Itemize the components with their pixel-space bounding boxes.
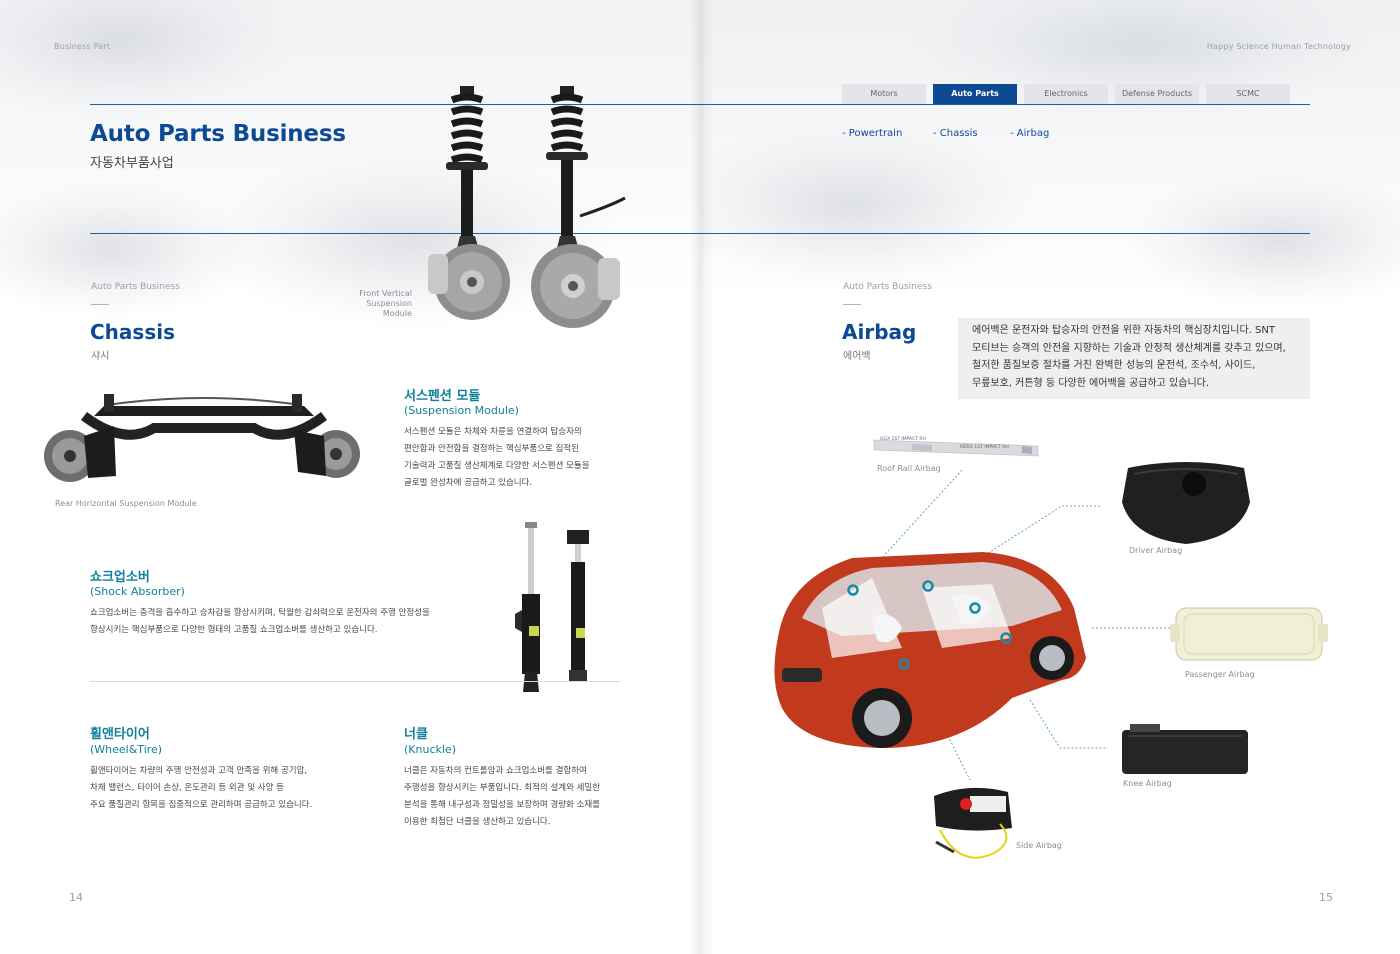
caption-line: Front Vertical (359, 289, 412, 298)
airbag-kicker: Auto Parts Business (843, 282, 932, 292)
knuckle-title-en: (Knuckle) (404, 743, 456, 756)
chassis-subtitle: 샤시 (91, 351, 110, 362)
caption-line: Suspension Module (366, 299, 412, 318)
text-line: 차체 밸런스, 타이어 손상, 온도관리 등 외관 및 사양 등 (90, 783, 284, 793)
rear-suspension-image (44, 394, 360, 482)
right-page (700, 0, 1400, 954)
text-line: 주행성을 향상시키는 부품입니다. 최적의 설계와 세밀한 (404, 783, 601, 793)
side-airbag-label: Side Airbag (1016, 841, 1062, 850)
shock-title: 쇼크업소버 (90, 570, 150, 585)
subnav-powertrain[interactable]: - Powertrain (842, 128, 903, 139)
running-head-right: Happy Science Human Technology (1206, 42, 1351, 51)
car-airbag-diagram (774, 552, 1086, 748)
text-line: 편안함과 안전함을 결정하는 핵심부품으로 집적된 (404, 444, 580, 454)
spine-shadow (690, 0, 714, 954)
text-line: 글로벌 완성차에 공급하고 있습니다. (404, 478, 533, 488)
header-rule (90, 104, 1310, 105)
passenger-airbag-label: Passenger Airbag (1185, 670, 1255, 679)
shock-absorber-image (515, 522, 589, 692)
side-airbag-image (934, 787, 1012, 859)
tab-scmc[interactable]: SCMC (1206, 84, 1290, 104)
tab-auto-parts[interactable]: Auto Parts (933, 84, 1017, 104)
text-line: 서스펜션 모듈은 차체와 차륜을 연결하여 탑승자의 (404, 427, 582, 437)
text-line: 이용한 최첨단 너클을 생산하고 있습니다. (404, 817, 551, 827)
cloud-decoration (700, 120, 1040, 290)
page-title: Auto Parts Business (90, 121, 346, 147)
text-line: 철저한 품질보증 절차를 거친 완벽한 성능의 운전석, 조수석, 사이드, (972, 360, 1256, 371)
front-suspension-image (428, 86, 626, 328)
text-line: 에어백은 운전자와 탑승자의 안전을 위한 자동차의 핵심장치입니다. SNT (972, 325, 1275, 336)
rear-suspension-caption: Rear Horizontal Suspension Module (55, 499, 197, 508)
passenger-airbag-image (1170, 607, 1328, 661)
knee-airbag-image (1122, 724, 1248, 774)
airbag-dash (843, 304, 861, 305)
text-line: 무릎보호, 커튼형 등 다양한 에어백을 공급하고 있습니다. (972, 377, 1210, 389)
suspension-body: 서스펜션 모듈은 차체와 차륜을 연결하여 탑승자의 편안함과 안전함을 결정하… (404, 424, 624, 492)
chassis-dash (91, 304, 109, 305)
text-line: 너클은 자동차의 컨트롤암과 쇼크업소버를 결합하여 (404, 766, 587, 776)
knuckle-title: 너클 (404, 727, 428, 742)
subnav-airbag[interactable]: - Airbag (1010, 128, 1050, 139)
chassis-kicker: Auto Parts Business (91, 282, 180, 292)
roof-rail-print: GGX 1ST IMPACT RH (880, 437, 926, 442)
airbag-description: 에어백은 운전자와 탑승자의 안전을 위한 자동차의 핵심장치입니다. SNT … (958, 318, 1310, 399)
knuckle-body: 너클은 자동차의 컨트롤암과 쇼크업소버를 결합하여 주행성을 향상시키는 부품… (404, 763, 634, 831)
suspension-title-en: (Suspension Module) (404, 404, 519, 417)
wheel-title-en: (Wheel&Tire) (90, 743, 163, 756)
running-head-left: Business Part (54, 42, 111, 51)
driver-airbag-image (1122, 462, 1250, 544)
text-line: 기술력과 고품질 생산체계로 다양한 서스펜션 모듈을 (404, 461, 590, 471)
page-number-left: 14 (69, 891, 83, 904)
knee-airbag-label: Knee Airbag (1123, 779, 1172, 788)
tab-defense-products[interactable]: Defense Products (1115, 84, 1199, 104)
text-line: 분석을 통해 내구성과 정밀성을 보장하며 경량화 소재를 (404, 800, 601, 810)
text-line: 주요 품질관리 항목을 집중적으로 관리하며 공급하고 있습니다. (90, 800, 313, 810)
front-suspension-caption: Front Vertical Suspension Module (336, 289, 412, 319)
header-bottom-rule (90, 233, 1310, 234)
wheel-body: 휠앤타이어는 차량의 주행 안전성과 고객 만족을 위해 공기압, 차체 밸런스… (90, 763, 380, 814)
text-line: 휠앤타이어는 차량의 주행 안전성과 고객 만족을 위해 공기압, (90, 766, 308, 776)
tab-motors[interactable]: Motors (842, 84, 926, 104)
roof-rail-airbag-label: Roof Rail Airbag (877, 464, 941, 473)
roof-rail-airbag-image (873, 439, 1039, 457)
wheel-title: 휠앤타이어 (90, 727, 150, 742)
chassis-title: Chassis (90, 320, 175, 344)
shock-body: 쇼크업소버는 충격을 흡수하고 승차감을 향상시키며, 탁월한 감쇠력으로 운전… (90, 605, 490, 639)
shock-title-en: (Shock Absorber) (90, 585, 185, 598)
text-line: 모티브는 승객의 안전을 지향하는 기술과 안정적 생산체계를 갖추고 있으며, (972, 342, 1286, 354)
section-divider (90, 681, 620, 682)
suspension-title: 서스펜션 모듈 (404, 389, 481, 404)
page-number-right: 15 (1319, 891, 1333, 904)
roof-rail-print-2: MZKX 1ST IMPACT RH (960, 445, 1009, 450)
airbag-subtitle: 에어백 (843, 351, 871, 362)
cloud-decoration (0, 180, 260, 320)
airbag-title: Airbag (842, 320, 917, 344)
text-line: 향상시키는 핵심부품으로 다양한 형태의 고품질 쇼크업소버를 생산하고 있습니… (90, 625, 378, 635)
text-line: 쇼크업소버는 충격을 흡수하고 승차감을 향상시키며, 탁월한 감쇠력으로 운전… (90, 608, 430, 618)
cloud-decoration (1120, 170, 1400, 310)
driver-airbag-label: Driver Airbag (1129, 546, 1183, 555)
subnav-chassis[interactable]: - Chassis (933, 128, 978, 139)
tab-electronics[interactable]: Electronics (1024, 84, 1108, 104)
page-subtitle: 자동차부품사업 (90, 156, 174, 171)
